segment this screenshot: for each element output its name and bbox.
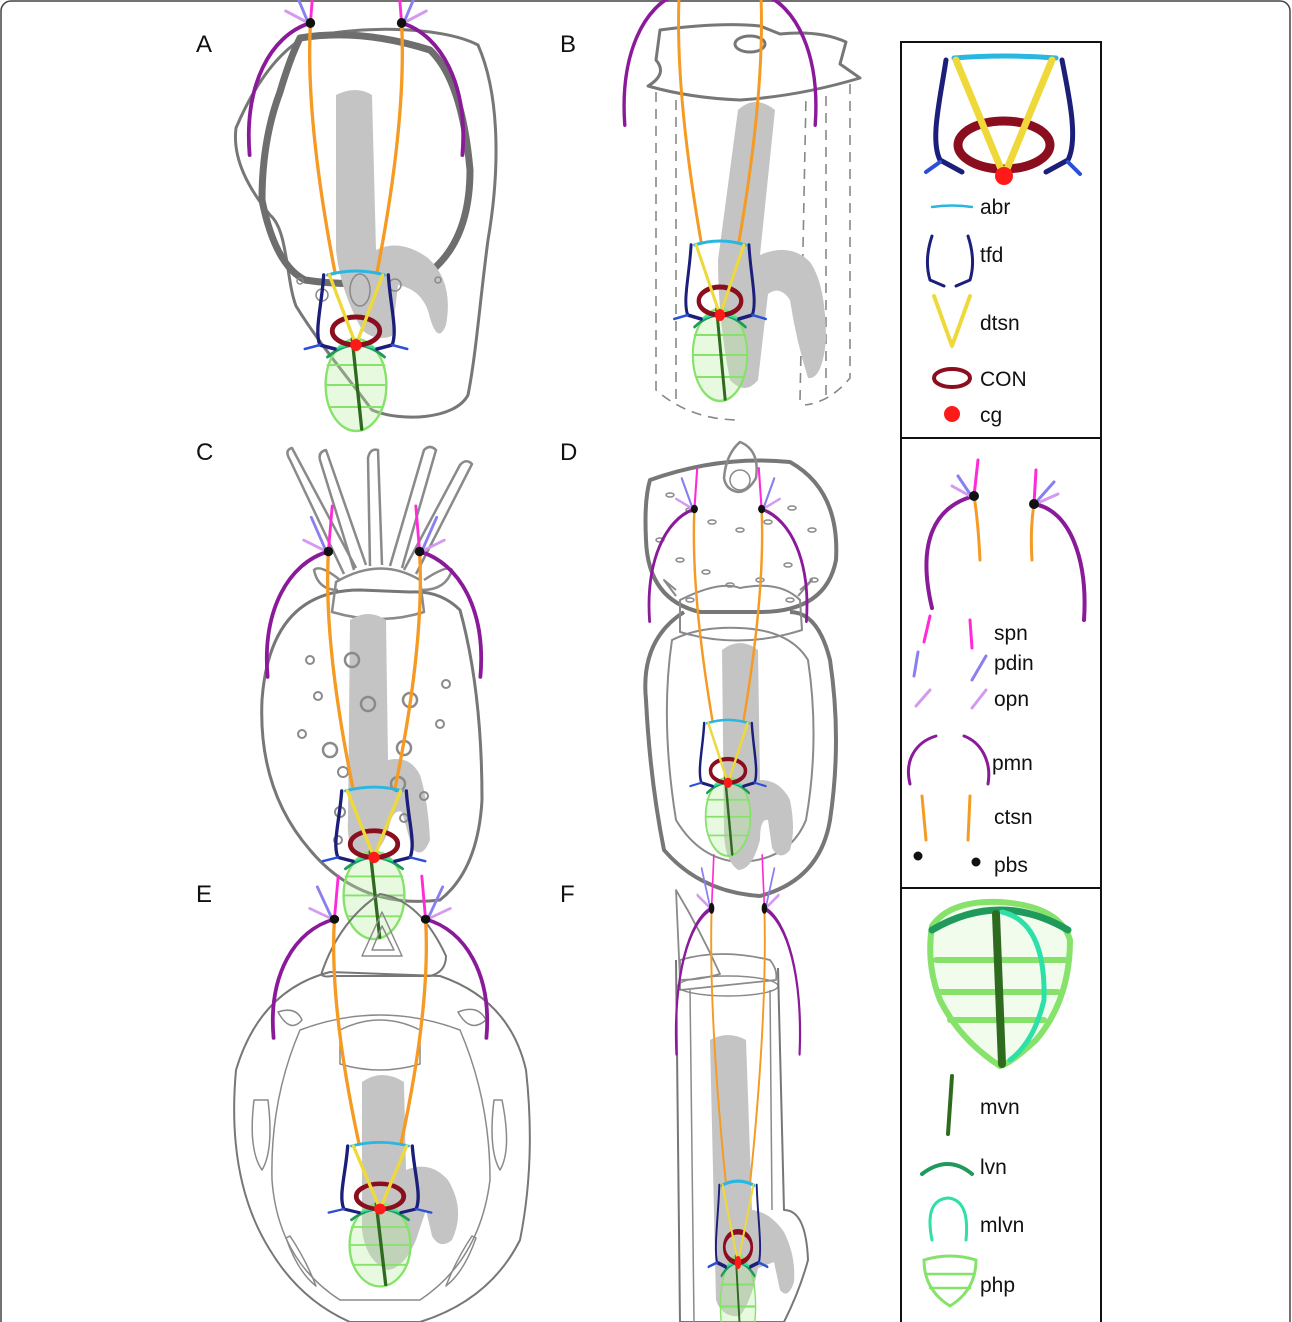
svg-text:pdin: pdin [994,652,1034,675]
svg-text:dtsn: dtsn [980,312,1020,335]
legend: abr tfd dtsn CON cg [901,42,1101,1322]
panel-letter-d: D [560,439,577,466]
svg-text:ctsn: ctsn [994,806,1033,829]
svg-text:pmn: pmn [992,752,1033,775]
legend-overview-3 [930,902,1070,1066]
panel-f: F [560,856,808,1322]
svg-text:lvn: lvn [980,1156,1007,1179]
panel-e: E [196,876,530,1322]
legend-item-mlvn: mlvn [930,1198,1024,1240]
legend-overview-2 [926,460,1084,620]
svg-text:php: php [980,1274,1015,1297]
legend-item-tfd: tfd [927,236,1003,286]
panel-d: D [560,439,836,896]
svg-text:opn: opn [994,688,1029,711]
legend-item-pmn: pmn [908,736,1032,784]
panel-c: C [196,439,482,939]
svg-text:mvn: mvn [980,1096,1020,1119]
legend-item-pbs: pbs [914,852,1028,878]
panel-d-apical-organ [724,442,757,492]
panel-letter-e: E [196,881,212,908]
svg-text:tfd: tfd [980,244,1003,267]
panel-letter-c: C [196,439,213,466]
panel-f-inner-right [770,990,772,1210]
panel-b: B [560,0,860,420]
legend-item-cg: cg [944,404,1002,427]
svg-text:abr: abr [980,196,1010,219]
legend-item-con: CON [934,368,1027,391]
legend-item-abr: abr [932,196,1010,219]
panel-d-apical-inner [730,470,750,490]
panel-letter-a: A [196,31,212,58]
legend-item-lvn: lvn [922,1156,1007,1179]
panel-d-hood-dots [656,493,818,602]
svg-text:spn: spn [994,622,1028,645]
panel-e-collar [340,1020,420,1070]
legend-item-opn: opn [916,688,1029,711]
panel-b-nervous-system [624,0,816,401]
panel-f-cap [680,954,776,990]
panel-letter-f: F [560,881,575,908]
legend-item-ctsn: ctsn [922,796,1033,840]
panel-f-inner-left [690,990,694,1322]
svg-text:cg: cg [980,404,1002,427]
legend-item-php: php [924,1256,1015,1306]
svg-text:CON: CON [980,368,1027,391]
legend-item-pdin: pdin [914,652,1034,680]
legend-item-spn: spn [924,616,1028,648]
legend-overview-1 [926,56,1080,185]
svg-text:pbs: pbs [994,854,1028,877]
panel-a: A [196,0,496,431]
svg-text:mlvn: mlvn [980,1214,1024,1237]
panel-letter-b: B [560,31,576,58]
legend-box [901,42,1101,1322]
legend-item-dtsn: dtsn [934,296,1020,346]
panel-c-collar [332,568,424,619]
legend-item-mvn: mvn [948,1076,1020,1134]
